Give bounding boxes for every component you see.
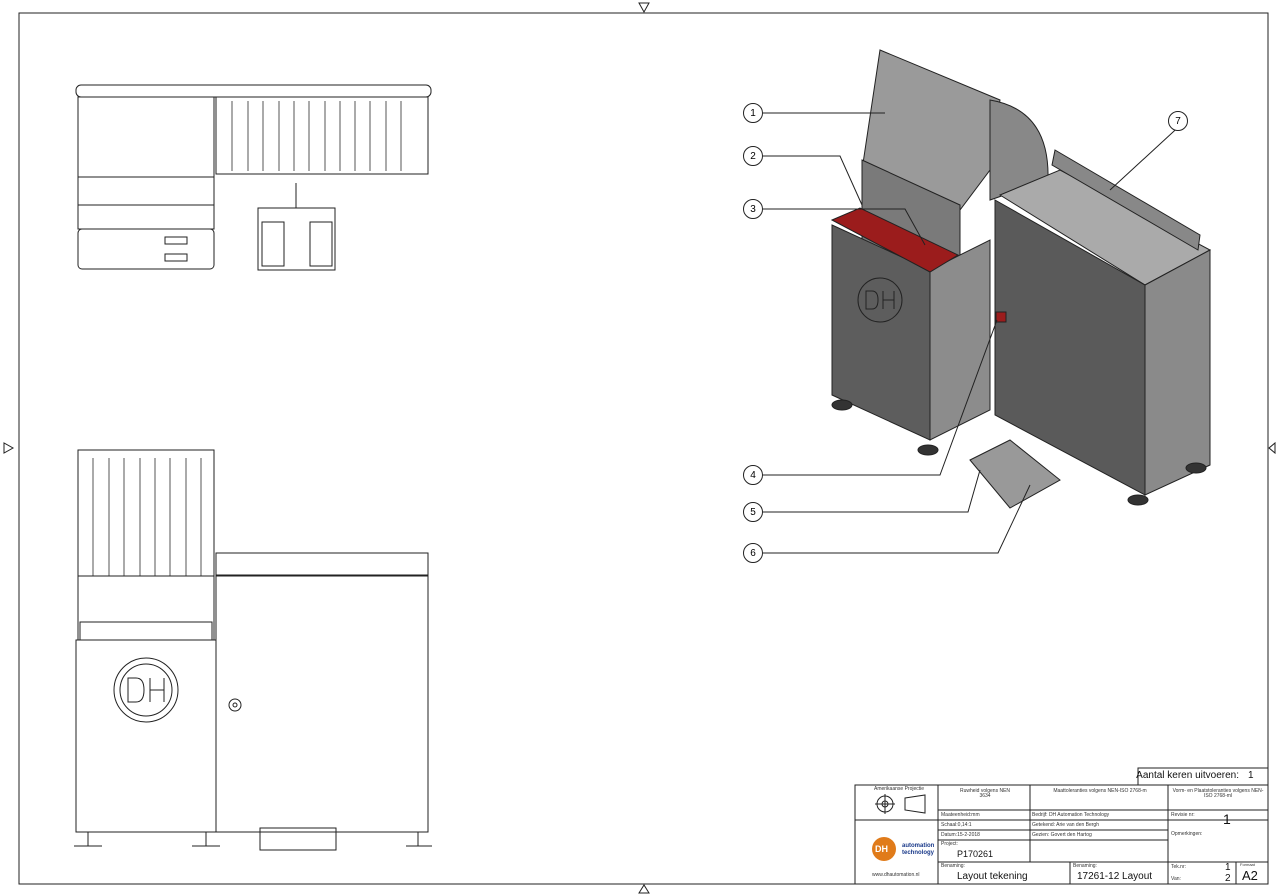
balloon-2: 2 bbox=[743, 146, 763, 166]
centering-marks bbox=[3, 2, 1276, 894]
top-view bbox=[75, 84, 432, 271]
date: Datum:15-2-2018 bbox=[941, 832, 980, 838]
balloon-7: 7 bbox=[1168, 111, 1188, 131]
of-value: 2 bbox=[1225, 873, 1231, 884]
revision-label: Revisie nr: bbox=[1171, 812, 1195, 818]
project-label: Project: bbox=[941, 841, 958, 847]
remarks-label: Opmerkingen: bbox=[1171, 831, 1203, 837]
sheet-value: 1 bbox=[1225, 862, 1231, 873]
format-label: Formaat bbox=[1240, 862, 1255, 867]
title-block-lines bbox=[854, 767, 1269, 885]
projection-symbol-icon bbox=[875, 794, 926, 814]
format-value: A2 bbox=[1242, 868, 1258, 883]
balloon-5: 5 bbox=[743, 502, 763, 522]
brand-line1: automation bbox=[902, 843, 935, 849]
of-label: Van: bbox=[1171, 876, 1181, 882]
brand-logo-text: DH bbox=[875, 844, 888, 854]
dh-brand-logo-icon bbox=[872, 837, 896, 861]
name-label: Benaming: bbox=[941, 863, 965, 869]
company: Bedrijf: DH Automation Technology bbox=[1032, 812, 1110, 818]
revision-value: 1 bbox=[1223, 811, 1231, 827]
balloon-6: 6 bbox=[743, 543, 763, 563]
balloon-1: 1 bbox=[743, 103, 763, 123]
front-view bbox=[74, 449, 432, 851]
form-tolerance: Vorm- en Plaatstoleranties volgens NEN-I… bbox=[1172, 788, 1264, 799]
dh-logo-front bbox=[127, 677, 165, 703]
checked-by: Gezien: Govert den Hartog bbox=[1032, 832, 1092, 838]
isometric-view bbox=[763, 49, 1212, 554]
scale: Schaal:0,14:1 bbox=[941, 822, 972, 828]
unit: Maateenheid:mm bbox=[941, 812, 980, 818]
website: www.dhautomation.nl bbox=[872, 872, 920, 878]
drawn-by: Getekend: Arie van den Bergh bbox=[1032, 822, 1099, 828]
name-value: Layout tekening bbox=[957, 871, 1028, 882]
quantity-value: 1 bbox=[1248, 770, 1254, 781]
name2-value: 17261-12 Layout bbox=[1077, 871, 1153, 882]
projection-label: Amerikaanse Projectie bbox=[874, 786, 925, 792]
roughness: Ruwheid volgens NEN 3634 bbox=[959, 788, 1011, 799]
leader-lines bbox=[763, 112, 1186, 554]
balloon-3: 3 bbox=[743, 199, 763, 219]
dim-tolerance: Maattoleranties volgens NEN-ISO 2768-m bbox=[1053, 788, 1147, 794]
sheet-label: Tek.nr: bbox=[1171, 864, 1187, 870]
brand-line2: technology bbox=[902, 850, 935, 856]
name2-label: Benaming: bbox=[1073, 863, 1097, 869]
dh-logo-iso bbox=[865, 290, 895, 310]
balloon-4: 4 bbox=[743, 465, 763, 485]
sheet-border bbox=[18, 12, 1269, 885]
project-value: P170261 bbox=[957, 849, 994, 859]
quantity-label: Aantal keren uitvoeren: bbox=[1136, 770, 1239, 781]
